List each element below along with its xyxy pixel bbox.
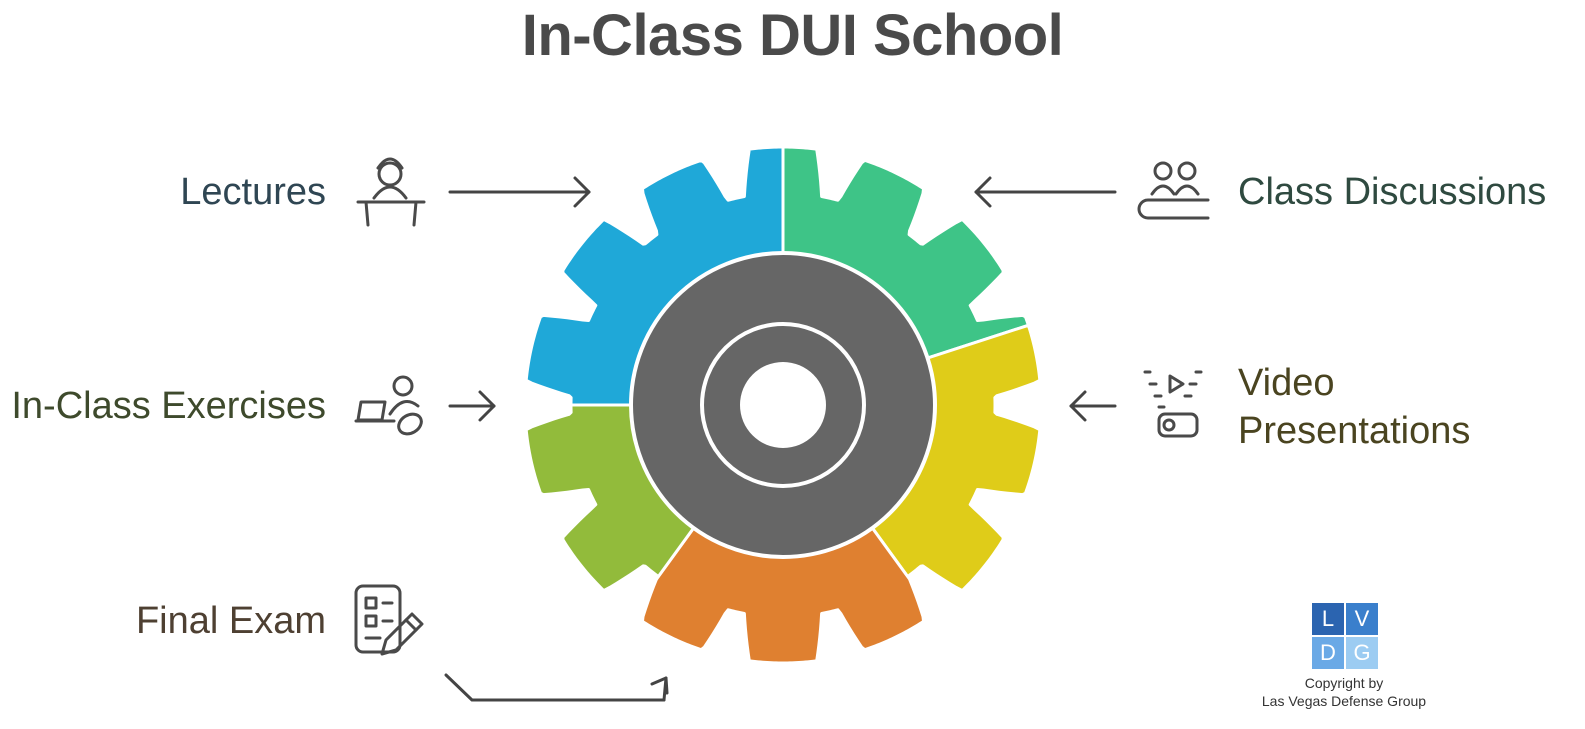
gear-center-hole bbox=[740, 362, 826, 448]
copyright-text: Copyright by Las Vegas Defense Group bbox=[1230, 674, 1458, 710]
logo-letter-g: G bbox=[1346, 637, 1378, 669]
label-in-class-exercises: In-Class Exercises bbox=[11, 385, 326, 427]
video-projector-icon bbox=[1143, 370, 1203, 438]
label-final-exam: Final Exam bbox=[135, 600, 326, 642]
copyright-line1: Copyright by bbox=[1304, 675, 1384, 691]
arrow-in-class-exercises bbox=[448, 390, 496, 422]
lvdg-logo: L V D G bbox=[1312, 603, 1378, 669]
label-class-discussions: Class Discussions bbox=[1238, 171, 1547, 213]
label-video-presentations-line2: Presentations bbox=[1238, 410, 1471, 452]
discussion-group-icon bbox=[1137, 161, 1210, 220]
arrow-lectures bbox=[448, 176, 591, 208]
exam-checklist-icon bbox=[354, 584, 424, 656]
label-video-presentations-line1: Video bbox=[1238, 362, 1335, 404]
copyright-line2: Las Vegas Defense Group bbox=[1261, 693, 1427, 709]
logo-letter-v: V bbox=[1346, 603, 1378, 635]
page-title: In-Class DUI School bbox=[521, 3, 1064, 68]
arrow-video-presentations bbox=[1069, 390, 1117, 422]
gear-inner-ring bbox=[700, 322, 866, 488]
arrow-class-discussions bbox=[974, 176, 1117, 208]
logo-letter-d: D bbox=[1312, 637, 1344, 669]
arrow-final-exam bbox=[444, 673, 669, 702]
logo-letter-l: L bbox=[1312, 603, 1344, 635]
lecturer-icon bbox=[356, 157, 426, 227]
exercise-laptop-icon bbox=[354, 375, 423, 436]
label-lectures: Lectures bbox=[180, 171, 326, 213]
